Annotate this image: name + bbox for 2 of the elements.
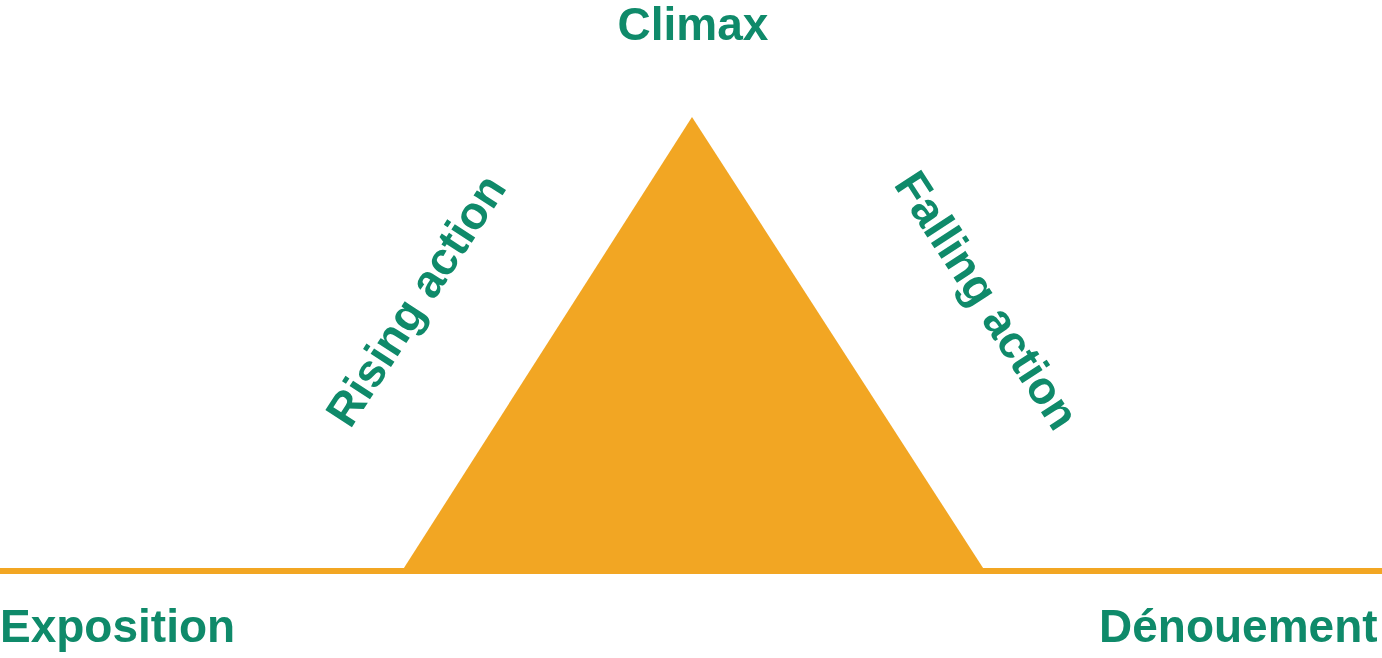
denouement-label: Dénouement [1099, 603, 1378, 649]
climax-label: Climax [617, 1, 769, 47]
